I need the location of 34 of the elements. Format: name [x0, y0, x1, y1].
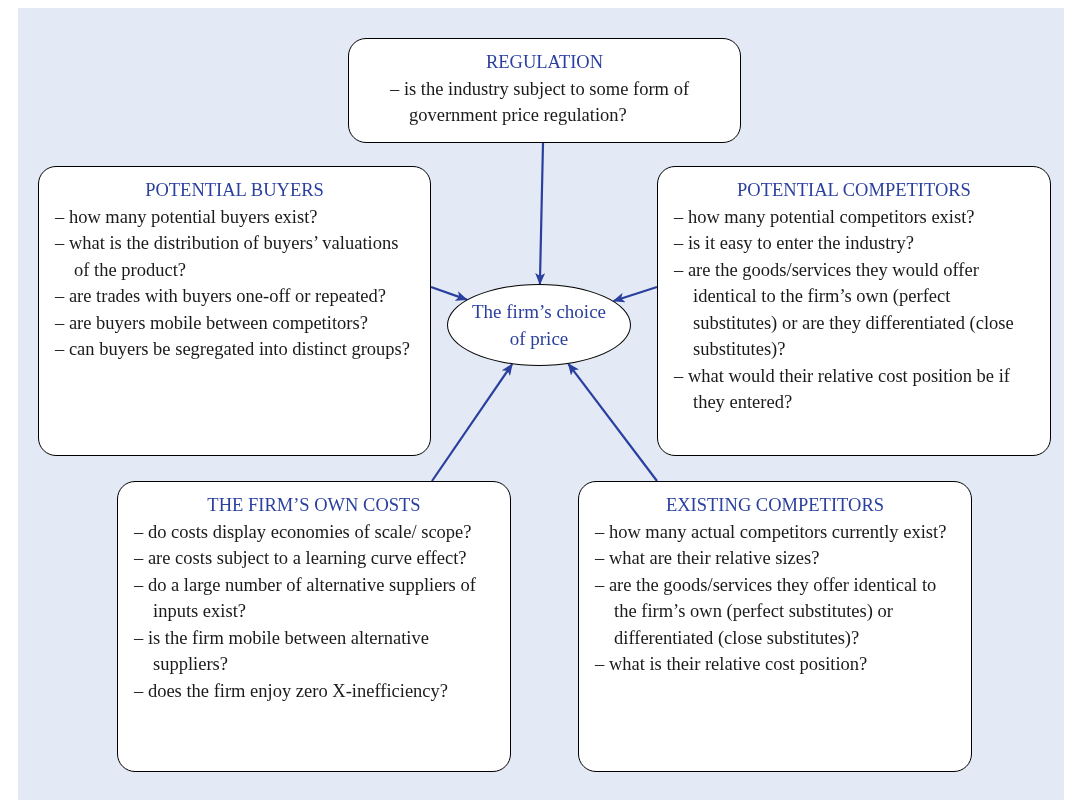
question-text: – is the industry subject to some form of government price regulation?: [389, 77, 691, 127]
question-text: – does the firm enjoy zero X-inefficiency?: [134, 679, 450, 703]
arrow: [612, 285, 658, 303]
question-text: – what are their relative sizes?: [595, 547, 821, 570]
question-text: – are trades with buyers one-off or repeated?: [55, 285, 387, 308]
box-heading: THE FIRM’S OWN COSTS: [206, 494, 422, 517]
arrow: [567, 363, 658, 482]
question-text: – do a large number of alternative suppliers of inputs exist?: [134, 573, 477, 623]
question-text: – are the goods/services they offer identical to the firm’s own (perfect substitutes) or differentiated (close substitutes)?: [595, 573, 938, 650]
text-box: [38, 166, 431, 456]
question-text: – how many actual competitors currently exist?: [595, 520, 948, 544]
question-text: – are buyers mobile between competitors?: [55, 311, 369, 335]
text-box: [348, 38, 741, 143]
question-text: – what would their relative cost position be if they entered?: [674, 364, 1011, 414]
question-text: – do costs display economies of scale/ scope?: [134, 520, 473, 544]
question-text: – can buyers be segregated into distinct groups?: [55, 338, 411, 361]
question-text: – what is the distribution of buyers’ valuations of the product?: [55, 232, 400, 282]
text-box: [117, 481, 511, 772]
box-heading: POTENTIAL COMPETITORS: [736, 179, 972, 202]
question-text: – is it easy to enter the industry?: [674, 232, 915, 255]
arrow: [535, 142, 546, 285]
question-text: – what is their relative cost position?: [595, 653, 869, 676]
box-heading: EXISTING COMPETITORS: [664, 494, 886, 517]
question-text: – how many potential competitors exist?: [674, 205, 976, 229]
box-heading: REGULATION: [484, 51, 605, 74]
question-text: – are costs subject to a learning curve effect?: [134, 547, 468, 570]
question-text: – are the goods/services they would offer identical to the firm’s own (perfect substitutes) or are they differentiated (close substitutes)?: [674, 258, 1015, 361]
text-box: [578, 481, 972, 772]
question-text: – how many potential buyers exist?: [55, 205, 319, 229]
node-text: The firm’s choice of price: [471, 300, 607, 351]
arrow: [430, 285, 468, 301]
box-heading: POTENTIAL BUYERS: [144, 179, 325, 202]
question-text: – is the firm mobile between alternative suppliers?: [134, 626, 430, 676]
text-box: [657, 166, 1051, 456]
